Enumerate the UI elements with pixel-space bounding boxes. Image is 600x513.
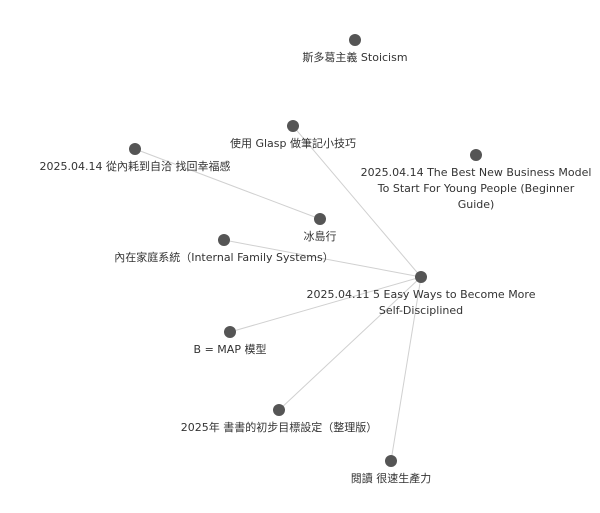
node-dot[interactable] (287, 120, 299, 132)
node-label[interactable]: 使用 Glasp 做筆記小技巧 (230, 136, 356, 150)
node-label[interactable]: B = MAP 模型 (194, 342, 267, 356)
graph-edge-goals-selfdisc (278, 276, 422, 411)
node-dot[interactable] (314, 213, 326, 225)
graph-edge-neihao-iceland (134, 148, 321, 220)
graph-edges (134, 125, 422, 462)
node-label-line: 使用 Glasp 做筆記小技巧 (230, 136, 356, 150)
node-label-line: Self-Disciplined (379, 304, 463, 317)
node-label[interactable]: 內在家庭系統（Internal Family Systems） (114, 250, 334, 264)
node-dot[interactable] (218, 234, 230, 246)
graph-edge-ifs-selfdisc (223, 239, 422, 278)
node-label-line: 冰島行 (304, 229, 337, 243)
node-label-line: Guide) (458, 198, 495, 211)
node-label[interactable]: 閱讀 很速生產力 (351, 471, 432, 485)
graph-edge-reading-selfdisc (390, 276, 422, 462)
node-label[interactable]: 2025年 書書的初步目標設定（整理版） (181, 420, 378, 434)
node-label-line: B = MAP 模型 (194, 342, 267, 356)
node-dot[interactable] (415, 271, 427, 283)
node-dot[interactable] (385, 455, 397, 467)
node-dot[interactable] (349, 34, 361, 46)
node-label-line: 2025.04.14 從內耗到自洽 找回幸福感 (40, 159, 231, 173)
graph-node-ifs[interactable]: 內在家庭系統（Internal Family Systems） (114, 234, 334, 264)
node-label[interactable]: 2025.04.14 從內耗到自洽 找回幸福感 (40, 159, 231, 173)
graph-node-reading[interactable]: 閱讀 很速生產力 (351, 455, 432, 485)
node-label[interactable]: 斯多葛主義 Stoicism (302, 50, 407, 64)
graph-node-stoicism[interactable]: 斯多葛主義 Stoicism (302, 34, 408, 64)
node-label-line: 2025.04.14 The Best New Business Model (361, 166, 592, 179)
node-dot[interactable] (129, 143, 141, 155)
graph-nodes: 斯多葛主義 Stoicism 使用 Glasp 做筆記小技巧 2025.04.14 … (40, 34, 592, 485)
node-dot[interactable] (273, 404, 285, 416)
node-dot[interactable] (224, 326, 236, 338)
graph-node-neihao[interactable]: 2025.04.14 從內耗到自洽 找回幸福感 (40, 143, 231, 173)
node-dot[interactable] (470, 149, 482, 161)
node-label-line: 2025年 書書的初步目標設定（整理版） (181, 420, 378, 434)
node-label-line: 內在家庭系統（Internal Family Systems） (114, 250, 334, 264)
graph-node-glasp[interactable]: 使用 Glasp 做筆記小技巧 (230, 120, 356, 150)
node-label-line: 閱讀 很速生產力 (351, 471, 432, 485)
node-label[interactable]: 冰島行 (304, 229, 337, 243)
graph-node-iceland[interactable]: 冰島行 (304, 213, 337, 243)
node-label-line: To Start For Young People (Beginner (377, 182, 575, 195)
graph-node-bmap[interactable]: B = MAP 模型 (194, 326, 267, 356)
graph-node-goals[interactable]: 2025年 書書的初步目標設定（整理版） (181, 404, 378, 434)
graph-edge-glasp-selfdisc (292, 125, 422, 278)
node-label-line: 2025.04.11 5 Easy Ways to Become More (307, 288, 536, 301)
graph-edge-bmap-selfdisc (229, 276, 422, 333)
node-label-line: 斯多葛主義 Stoicism (302, 50, 407, 64)
